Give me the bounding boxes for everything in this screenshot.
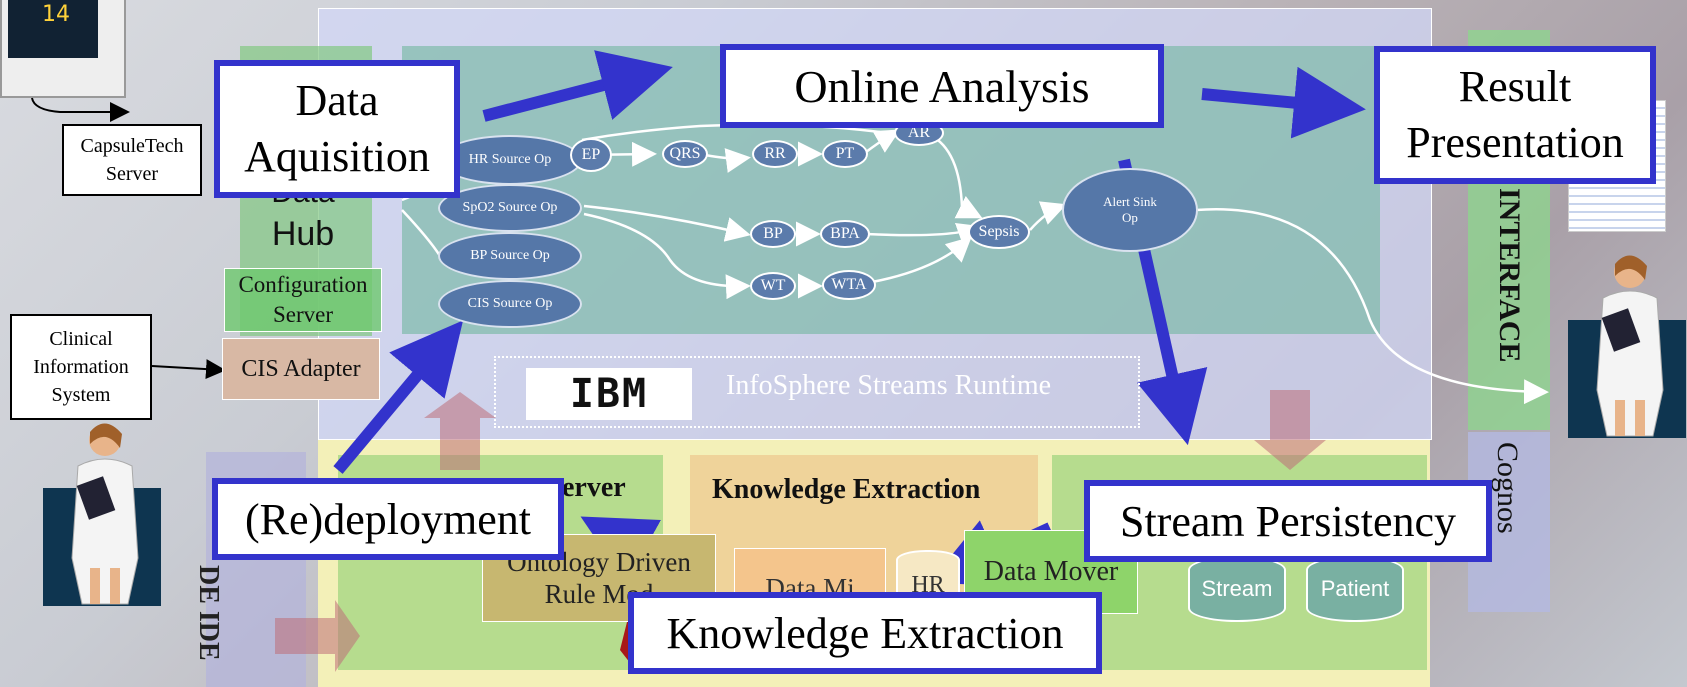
ibm-logo-text: IBM	[569, 371, 649, 417]
capsuletech-server: CapsuleTech Server	[62, 124, 202, 196]
clinical-information-system: Clinical Information System	[10, 314, 152, 420]
online-analysis-label: Online Analysis	[720, 44, 1164, 128]
op-qrs: QRS	[662, 140, 708, 168]
ibm-logo: IBM	[526, 368, 692, 420]
stream-persistency-text: Stream Persistency	[1119, 496, 1457, 546]
data-aquisition-text: Data Aquisition	[244, 76, 430, 181]
redeployment-label: (Re)deployment	[212, 478, 564, 560]
infosphere-runtime-label: InfoSphere Streams Runtime	[726, 370, 1052, 401]
patient-database: Patient	[1306, 556, 1404, 622]
op-wta: WTA	[822, 270, 876, 300]
op-ep-label: EP	[581, 146, 601, 163]
configuration-server-label: Configuration Server	[238, 272, 368, 327]
hr-source-op: HR Source Op	[438, 135, 582, 185]
op-bp: BP	[750, 220, 796, 248]
ide-partial-label: DE IDE	[193, 565, 224, 661]
result-presentation-label: Result Presentation	[1374, 46, 1656, 184]
knowledge-extraction-header: Knowledge Extraction	[712, 474, 981, 505]
stream-database-label: Stream	[1201, 576, 1273, 601]
op-bpa-label: BPA	[830, 225, 860, 242]
alert-sink-op: Alert Sink Op	[1062, 168, 1198, 252]
op-pt-label: PT	[835, 145, 855, 162]
op-ar-label: AR	[907, 124, 931, 141]
cognos-label: Cognos	[1491, 442, 1524, 534]
op-sepsis: Sepsis	[968, 215, 1030, 249]
configuration-server: Configuration Server	[224, 268, 382, 332]
redeployment-text: (Re)deployment	[245, 494, 531, 544]
op-rr: RR	[752, 140, 798, 168]
data-aquisition-label: Data Aquisition	[214, 60, 460, 198]
interface-label: INTERFACE	[1493, 188, 1526, 363]
op-bp-label: BP	[763, 225, 783, 242]
op-wt: WT	[750, 272, 796, 300]
op-rr-label: RR	[764, 145, 786, 162]
stream-persistency-label: Stream Persistency	[1084, 480, 1492, 562]
spo2-source-op-label: SpO2 Source Op	[462, 200, 558, 215]
op-ep: EP	[570, 138, 612, 172]
cis-source-op: CIS Source Op	[438, 280, 582, 328]
op-bpa: BPA	[820, 220, 870, 248]
cis-adapter: CIS Adapter	[222, 338, 380, 400]
result-presentation-text: Result Presentation	[1406, 62, 1624, 167]
spo2-source-op: SpO2 Source Op	[438, 184, 582, 232]
hr-source-op-label: HR Source Op	[468, 152, 552, 167]
clinical-information-system-label: Clinical Information System	[33, 328, 129, 406]
online-analysis-text: Online Analysis	[794, 60, 1090, 112]
op-sepsis-label: Sepsis	[978, 223, 1020, 240]
monitor-device: 14	[0, 0, 126, 98]
doctor-right-icon	[1596, 255, 1664, 437]
knowledge-extraction-text: Knowledge Extraction	[666, 608, 1064, 658]
bp-source-op: BP Source Op	[438, 232, 582, 280]
monitor-screen: 14	[8, 0, 98, 58]
data-hub-label: Hub	[271, 215, 335, 253]
runtime-bar	[494, 356, 1140, 428]
cis-adapter-label: CIS Adapter	[241, 355, 361, 382]
stream-database: Stream	[1188, 556, 1286, 622]
monitor-value: 14	[42, 2, 70, 27]
patient-database-label: Patient	[1320, 576, 1390, 601]
doctor-left-icon	[71, 423, 139, 605]
capsuletech-server-label: CapsuleTech Server	[80, 135, 184, 185]
op-pt: PT	[822, 140, 868, 168]
op-qrs-label: QRS	[669, 145, 701, 162]
bp-source-op-label: BP Source Op	[470, 248, 550, 263]
op-wta-label: WTA	[831, 276, 867, 293]
knowledge-extraction-label: Knowledge Extraction	[628, 592, 1102, 674]
op-wt-label: WT	[760, 277, 786, 294]
alert-sink-op-label: Alert Sink Op	[1103, 194, 1157, 225]
cis-source-op-label: CIS Source Op	[467, 296, 553, 311]
server-partial-label: erver	[562, 472, 626, 503]
